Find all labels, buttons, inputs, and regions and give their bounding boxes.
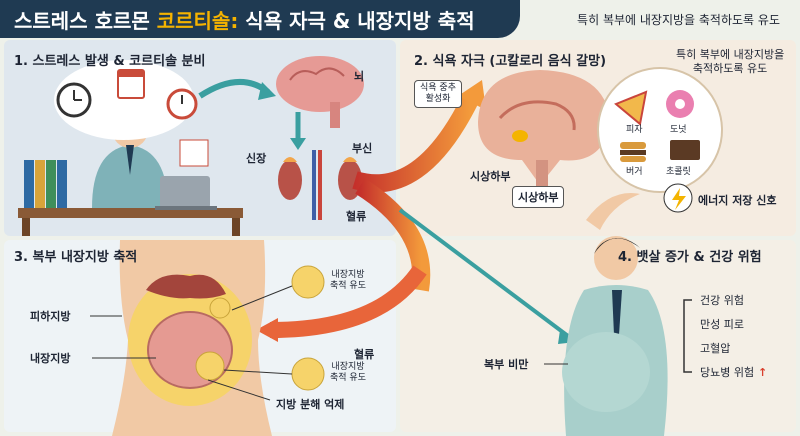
- label-energy-signal: 에너지 저장 신호: [698, 194, 777, 207]
- panel4-heading: 4. 뱃살 증가 & 건강 위험: [618, 250, 762, 265]
- kidney-icon: [278, 150, 362, 220]
- burger-icon: [620, 142, 646, 162]
- food-label-donut: 도넛: [670, 125, 687, 135]
- label-blood-2: 혈류: [354, 348, 375, 361]
- food-label-chocolate: 초콜릿: [666, 167, 691, 177]
- panel3-heading: 3. 복부 내장지방 축적: [14, 250, 138, 265]
- label-kidney: 신장: [246, 152, 267, 165]
- label-visceral-fat: 내장지방: [30, 352, 71, 365]
- food-label-burger: 버거: [626, 167, 643, 177]
- title-highlight: 코르티솔:: [156, 8, 239, 33]
- blood-arrow-to-abdomen: [269, 265, 427, 338]
- risk-item: 건강 위험: [700, 294, 744, 307]
- risk-item: 만성 피로: [700, 318, 744, 331]
- overweight-man-illustration: [562, 236, 668, 436]
- fat-cell-icon: [195, 265, 325, 391]
- teal-arrow-to-brain: [198, 78, 270, 99]
- risk-bracket: [683, 299, 692, 373]
- title-bar: 스트레스 호르몬 코르티솔: 식욕 자극 & 내장지방 축적: [0, 0, 520, 38]
- label-brain: 뇌: [354, 70, 365, 83]
- thought-bubble: [54, 60, 194, 140]
- lightning-icon: [663, 183, 693, 213]
- calendar-icon: [117, 69, 145, 99]
- risk-item: 당뇨병 위험 ↑: [700, 366, 768, 379]
- label-abdominal-obesity: 복부 비만: [484, 358, 529, 371]
- panel2-heading: 2. 식욕 자극 (고칼로리 음식 갈망): [414, 54, 607, 69]
- label-hypothalamus-box: 시상하부: [512, 186, 565, 208]
- chocolate-icon: [670, 140, 700, 160]
- label-adrenal: 부신: [352, 142, 373, 155]
- donut-icon: [666, 90, 694, 118]
- clock-icon: [56, 82, 92, 118]
- label-lipolysis-suppressed: 지방 분해 억제: [276, 398, 345, 411]
- risk-item: 고혈압: [700, 342, 731, 355]
- panel1-heading: 1. 스트레스 발생 & 코르티솔 분비: [14, 54, 206, 69]
- page-subtitle: 특히 복부에 내장지방을 축적하도록 유도: [577, 13, 780, 27]
- teal-arrow-to-belly: [398, 208, 570, 338]
- page-title: 스트레스 호르몬 코르티솔: 식욕 자극 & 내장지방 축적: [14, 8, 475, 33]
- brain-icon: [276, 56, 364, 128]
- label-hypothalamus: 시상하부: [470, 170, 511, 183]
- blood-arrow-to-brain: [352, 95, 479, 193]
- torso-illustration: [112, 240, 272, 436]
- label-blood-1: 혈류: [346, 210, 367, 223]
- label-subcutaneous-fat: 피하지방: [30, 310, 71, 323]
- hand-illustration: [586, 193, 640, 230]
- arrow-up-icon: ↑: [754, 366, 768, 379]
- food-label-pizza: 피자: [626, 125, 643, 135]
- pizza-icon: [614, 90, 648, 126]
- alarm-clock-icon: [166, 88, 198, 120]
- food-circle: [597, 67, 723, 193]
